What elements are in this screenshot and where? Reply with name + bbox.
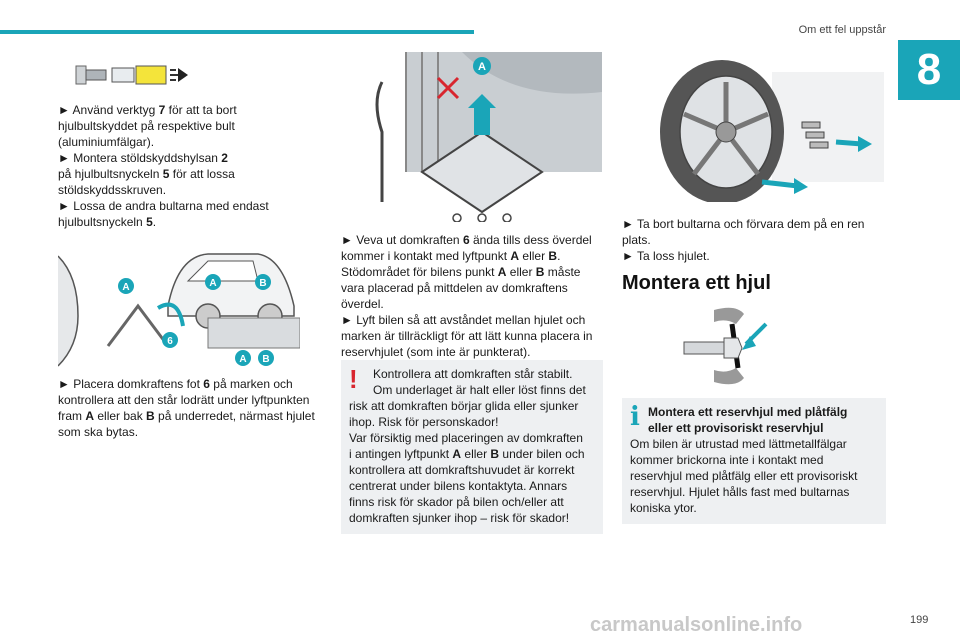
- remove-wheel-illustration: [660, 60, 884, 202]
- lift-point-a-car-label: A: [209, 278, 216, 289]
- wheel-bolt-illustration: [683, 307, 768, 385]
- instructions-raise-jack: ► Veva ut domkraften 6 ända tills dess ö…: [341, 233, 593, 359]
- page-number: 199: [910, 614, 929, 626]
- header-accent-bar: [0, 30, 474, 34]
- jack-point-a-label: A: [478, 61, 486, 73]
- underbody-b-label: B: [262, 354, 269, 365]
- section-title-mount-wheel: Montera ett hjul: [622, 272, 771, 294]
- lift-point-a-label: A: [122, 282, 129, 293]
- warning-text: Kontrollera att domkraften står stabilt.…: [349, 367, 586, 525]
- warning-icon: !: [349, 364, 358, 394]
- info-icon: i: [630, 402, 640, 432]
- instructions-place-jack: ► Placera domkraftens fot 6 på marken oc…: [58, 377, 315, 439]
- wheel-bolt-tool-illustration: [75, 65, 188, 85]
- jack-contact-illustration: A: [375, 52, 602, 222]
- info-text: Montera ett reservhjul med plåtfälg elle…: [630, 405, 858, 515]
- info-box: i Montera ett reservhjul med plåtfälg el…: [622, 398, 886, 524]
- underbody-a-label: A: [239, 354, 246, 365]
- chapter-badge: 8: [898, 40, 960, 100]
- jack-lift-points-illustration: A A B 6 A B: [58, 253, 300, 367]
- section-header-title: Om ett fel uppstår: [798, 24, 886, 36]
- instructions-loosen-bolts: ► Använd verktyg 7 för att ta bort hjulb…: [58, 103, 269, 229]
- jack-six-label: 6: [167, 336, 173, 347]
- watermark: carmanualsonline.info: [590, 614, 803, 636]
- lift-point-b-car-label: B: [259, 278, 266, 289]
- instructions-remove-wheel: ► Ta bort bultarna och förvara dem på en…: [622, 217, 865, 263]
- warning-box: ! Kontrollera att domkraften står stabil…: [341, 360, 603, 534]
